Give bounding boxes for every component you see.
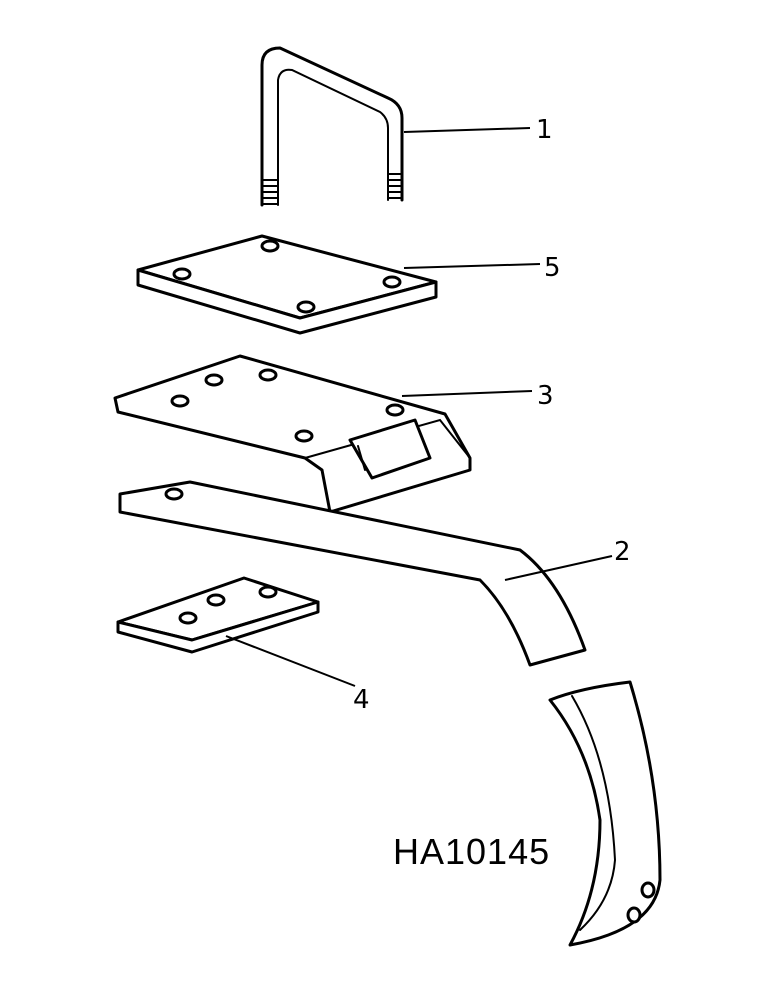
callout-5: 5 [544, 253, 561, 283]
u-bolt-thread-left [261, 179, 279, 205]
clamp-bracket-part [113, 354, 472, 514]
leader-2 [504, 555, 613, 581]
leader-4 [225, 635, 356, 687]
callout-4: 4 [353, 685, 370, 715]
u-bolt-part [260, 46, 404, 207]
leader-1 [403, 127, 531, 133]
shank-point-part [548, 680, 662, 947]
callout-1: 1 [536, 115, 553, 145]
callout-2: 2 [614, 537, 631, 567]
leader-5 [403, 263, 541, 269]
u-bolt-thread-right [387, 173, 403, 199]
lower-plate-part [116, 576, 320, 654]
callout-3: 3 [537, 381, 554, 411]
leader-lines [225, 127, 613, 687]
leader-3 [401, 390, 533, 397]
drawing-code: HA10145 [393, 831, 550, 872]
shank-part [118, 480, 587, 667]
top-plate-part [136, 234, 438, 335]
